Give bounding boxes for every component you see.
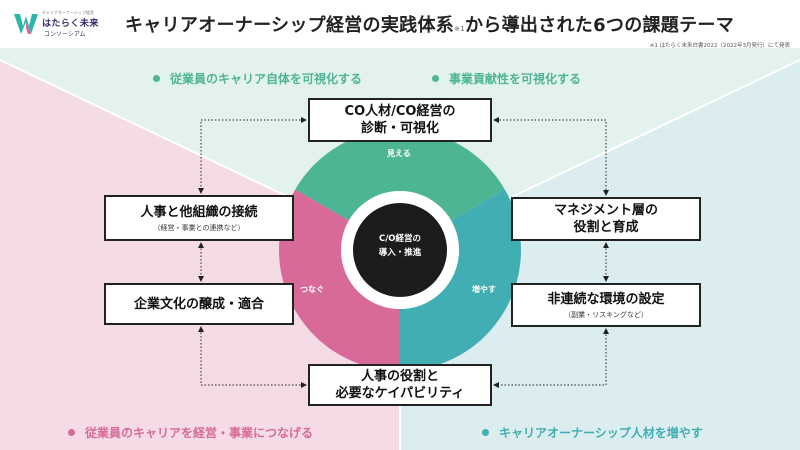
logo: キャリアオーナーシップ経営 はたらく未来 コンソーシアム <box>14 10 104 38</box>
theme-box-line1: 非連続な環境の設定 <box>547 291 665 307</box>
bullet-dot-icon <box>153 75 160 82</box>
corner-label-text: 事業貢献性を可視化する <box>449 72 582 86</box>
ring-label-left: つなぐ <box>300 285 324 294</box>
center-disc <box>353 203 447 297</box>
title-tail: から導出された6つの課題テーマ <box>464 15 734 36</box>
theme-box-line1: 人事の役割と <box>360 369 439 384</box>
theme-box-culture: 企業文化の醸成・適合 <box>104 283 294 325</box>
corner-label-top-right: 事業貢献性を可視化する <box>432 70 581 87</box>
logo-w-icon <box>14 14 38 34</box>
theme-box-line2: 必要なケイパビリティ <box>335 386 465 401</box>
ring-segment-left <box>278 189 400 371</box>
page-title: キャリアオーナーシップ経営の実践体系※1から導出された6つの課題テーマ <box>125 11 734 37</box>
corner-label-text: 従業員のキャリアを経営・事業につなげる <box>85 426 314 440</box>
theme-box-line1: CO人材/CO経営の <box>344 104 456 119</box>
ring-segment-top <box>295 128 505 221</box>
theme-box-line1: 企業文化の醸成・適合 <box>133 296 264 312</box>
ring-label-right: 増やす <box>472 285 496 294</box>
theme-box-hr-role: 人事の役割と 必要なケイパビリティ <box>308 364 492 406</box>
bullet-dot-icon <box>432 75 439 82</box>
header: キャリアオーナーシップ経営 はたらく未来 コンソーシアム キャリアオーナーシップ… <box>0 0 800 49</box>
center-label-line1: C/O経営の <box>378 234 422 244</box>
logo-subtext-2: コンソーシアム <box>44 31 86 38</box>
theme-box-line1: マネジメント層の <box>553 203 658 218</box>
corner-label-top-left: 従業員のキャリア自体を可視化する <box>153 70 362 87</box>
logo-name: はたらく未来 <box>42 19 99 29</box>
corner-label-bottom-left: 従業員のキャリアを経営・事業につなげる <box>68 424 313 441</box>
bullet-dot-icon <box>482 429 489 436</box>
theme-box-management: マネジメント層の 役割と育成 <box>511 197 701 241</box>
corner-label-text: キャリアオーナーシップ人材を増やす <box>499 426 703 440</box>
corner-label-bottom-right: キャリアオーナーシップ人材を増やす <box>482 424 703 441</box>
ring-segment-right <box>400 189 522 371</box>
theme-box-subtext: （副業・リスキングなど） <box>564 310 648 319</box>
theme-box-line1: 人事と他組織の接続 <box>140 204 258 220</box>
ring-label-top: 見える <box>387 149 411 158</box>
corner-label-text: 従業員のキャリア自体を可視化する <box>170 72 363 86</box>
center-label-line2: 導入・推進 <box>378 248 422 258</box>
footnote: ※1 はたらく未来白書2022（2022年3月発行）にて発表 <box>649 43 790 49</box>
bullet-dot-icon <box>68 429 75 436</box>
theme-box-hr-connection: 人事と他組織の接続 （経営・事業との連携など） <box>104 195 294 241</box>
theme-box-subtext: （経営・事業との連携など） <box>153 223 245 232</box>
ring <box>278 128 522 371</box>
logo-subtext: キャリアオーナーシップ経営 <box>42 10 94 15</box>
theme-box-line2: 診断・可視化 <box>360 121 439 136</box>
theme-box-line2: 役割と育成 <box>573 220 639 235</box>
center-label: C/O経営の 導入・推進 <box>360 232 440 260</box>
theme-box-diagnosis: CO人材/CO経営の 診断・可視化 <box>308 98 492 142</box>
theme-box-discontinuous-environment: 非連続な環境の設定 （副業・リスキングなど） <box>511 283 701 327</box>
title-footnote-mark: ※1 <box>454 25 465 33</box>
title-main: キャリアオーナーシップ経営の実践体系 <box>125 15 455 36</box>
